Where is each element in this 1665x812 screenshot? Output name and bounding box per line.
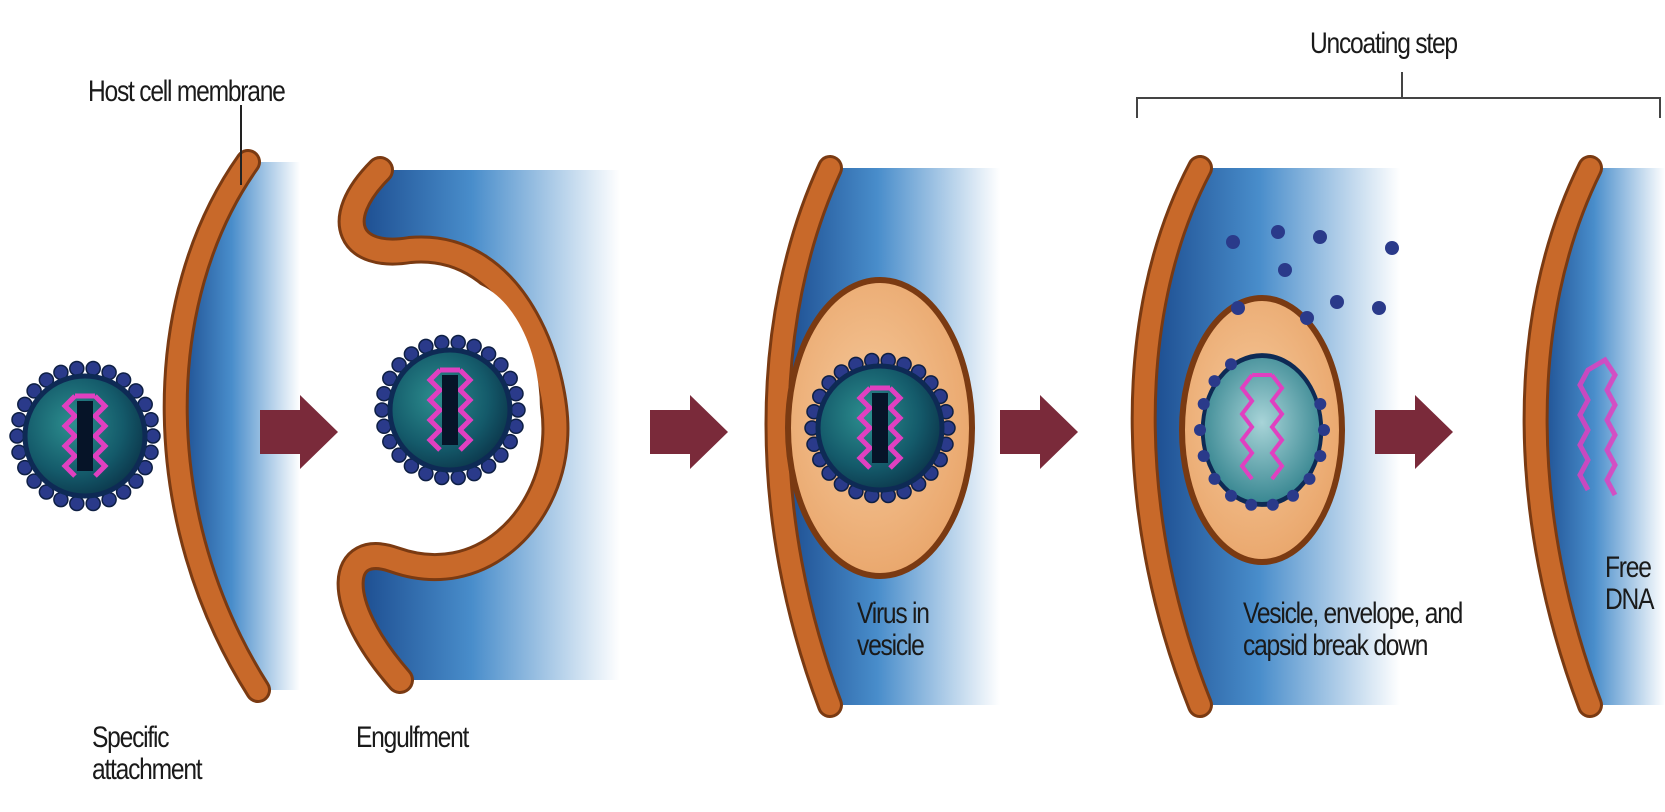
label-text: vesicle xyxy=(857,630,929,662)
panel-engulfment xyxy=(351,170,620,680)
label-text: DNA xyxy=(1605,584,1653,616)
envelope-spike xyxy=(1304,473,1316,485)
envelope-spike xyxy=(1225,490,1237,502)
label-host-cell-membrane: Host cell membrane xyxy=(88,76,285,108)
envelope-spike xyxy=(435,336,449,350)
envelope-spike xyxy=(1209,473,1221,485)
label-text: Vesicle, envelope, and xyxy=(1243,598,1462,630)
uncoating-bracket xyxy=(1137,72,1660,118)
envelope-spike xyxy=(10,429,24,443)
envelope-spike xyxy=(451,336,465,350)
arrow-right-icon xyxy=(650,395,728,469)
label-text: Virus in xyxy=(857,598,929,630)
label-text: Free xyxy=(1605,552,1653,584)
envelope-spike xyxy=(1245,499,1257,511)
virus-particle xyxy=(10,362,160,511)
envelope-spike xyxy=(1267,499,1279,511)
envelope-spike xyxy=(435,471,449,485)
breaking-vesicle xyxy=(1182,298,1342,562)
envelope-spike xyxy=(146,429,160,443)
envelope-spike xyxy=(1209,375,1221,387)
panel-specific-attachment xyxy=(10,105,300,690)
envelope-spike xyxy=(1314,450,1326,462)
envelope-spike xyxy=(511,403,525,417)
envelope-spike xyxy=(70,362,84,376)
envelope-spike xyxy=(375,403,389,417)
label-text: Host cell membrane xyxy=(88,76,285,108)
envelope-spike xyxy=(86,362,100,376)
envelope-spike xyxy=(1314,398,1326,410)
envelope-spike xyxy=(86,497,100,511)
label-uncoating-step: Uncoating step xyxy=(1310,28,1457,60)
envelope-spike xyxy=(1225,358,1237,370)
arrow-right-icon xyxy=(1000,395,1078,469)
label-specific-attachment: Specific attachment xyxy=(92,722,201,785)
label-text: Specific xyxy=(92,722,201,754)
envelope-spike xyxy=(451,471,465,485)
label-text: capsid break down xyxy=(1243,630,1462,662)
virus-particle xyxy=(805,354,955,503)
envelope-spike xyxy=(1318,424,1330,436)
envelope-spike xyxy=(70,497,84,511)
envelope-spike xyxy=(1194,424,1206,436)
envelope-spike xyxy=(1198,398,1210,410)
envelope-spike xyxy=(1287,490,1299,502)
label-vesicle-envelope-capsid-break-down: Vesicle, envelope, and capsid break down xyxy=(1243,598,1462,661)
panel-free-dna xyxy=(1536,168,1665,705)
label-virus-in-vesicle: Virus in vesicle xyxy=(857,598,929,661)
label-engulfment: Engulfment xyxy=(356,722,468,754)
virus-particle xyxy=(375,336,525,485)
label-text: Engulfment xyxy=(356,722,468,754)
label-free-dna: Free DNA xyxy=(1605,552,1653,615)
label-text: Uncoating step xyxy=(1310,28,1457,60)
label-text: attachment xyxy=(92,754,201,786)
envelope-spike xyxy=(1198,450,1210,462)
